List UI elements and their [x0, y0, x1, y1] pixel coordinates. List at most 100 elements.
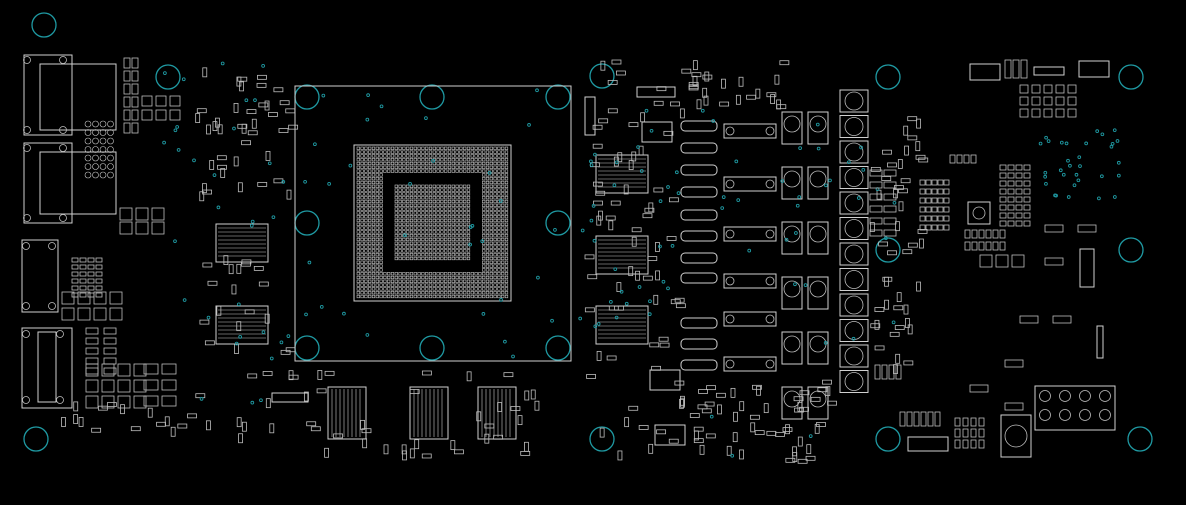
resistor: [999, 196, 1007, 203]
via: [734, 159, 739, 164]
gpu-ball: [375, 150, 379, 154]
gpu-ball: [489, 207, 493, 211]
passive: [256, 82, 267, 88]
passive: [220, 168, 226, 178]
passive: [273, 87, 284, 93]
gpu-ball: [489, 196, 493, 200]
gpu-ball: [428, 203, 433, 207]
resistor: [103, 367, 117, 375]
resistor: [925, 224, 932, 231]
gpu-ball: [425, 207, 429, 211]
gpu-ball: [482, 291, 486, 295]
gpu-ball: [444, 154, 448, 158]
passive: [212, 121, 218, 131]
passive: [278, 128, 289, 133]
capacitor: [71, 257, 79, 263]
passive: [360, 419, 365, 430]
passive: [73, 401, 79, 412]
resistor: [883, 193, 897, 201]
gpu-ball: [440, 192, 444, 196]
gpu-ball: [444, 192, 448, 196]
gpu-ball: [501, 272, 505, 276]
gpu-ball: [379, 275, 383, 280]
via: [244, 98, 249, 103]
passive: [258, 281, 269, 287]
passive: [876, 189, 882, 200]
gpu-ball: [447, 226, 452, 230]
memory-chip: [215, 305, 269, 345]
gpu-ball: [482, 218, 486, 223]
resistor: [1015, 164, 1023, 171]
capacitor: [1019, 96, 1029, 106]
gpu-ball: [409, 161, 414, 166]
gpu-ball: [356, 230, 360, 234]
gpu-ball: [413, 245, 417, 249]
capacitor: [87, 271, 95, 277]
gpu-ball: [485, 150, 490, 154]
resistor: [937, 215, 944, 222]
gpu-ball: [451, 237, 455, 242]
gpu-ball: [444, 272, 448, 276]
gpu-ball: [398, 256, 402, 261]
resistor: [971, 229, 978, 239]
gpu-ball: [379, 207, 383, 211]
gpu-ball: [421, 215, 425, 219]
gpu-ball: [444, 207, 448, 211]
gpu-ball: [455, 294, 459, 299]
gpu-ball: [447, 158, 452, 162]
gpu-ball: [371, 291, 376, 295]
gpu-ball: [371, 253, 376, 257]
passive: [917, 228, 928, 234]
via: [192, 158, 196, 163]
gpu-ball: [402, 222, 406, 226]
gpu-ball: [371, 184, 376, 188]
gpu-ball: [466, 237, 471, 242]
gpu-ball: [360, 192, 364, 196]
gpu-ball: [497, 203, 501, 207]
gpu-ball: [394, 158, 398, 162]
passive: [915, 154, 926, 160]
gpu-ball: [440, 218, 444, 223]
gpu-ball: [485, 173, 490, 177]
gpu-ball: [493, 154, 497, 158]
gpu-ball: [485, 234, 490, 238]
passive: [739, 449, 744, 460]
gpu-ball: [436, 226, 440, 230]
gpu-ball: [368, 230, 372, 234]
gpu-ball: [428, 279, 433, 283]
passive: [668, 197, 679, 203]
resistor: [962, 439, 969, 449]
resistor: [964, 241, 971, 251]
gpu-ball: [413, 291, 417, 295]
gpu-ball: [371, 192, 376, 196]
gpu-ball: [489, 222, 493, 226]
gpu-ball: [470, 150, 474, 154]
power-cap-pad: [844, 270, 864, 289]
resistor: [999, 204, 1007, 211]
gpu-ball: [371, 245, 376, 249]
gpu-ball: [440, 256, 444, 261]
gpu-ball: [436, 154, 440, 158]
gpu-ball: [360, 275, 364, 280]
passive: [903, 304, 909, 315]
gpu-ball: [478, 279, 482, 283]
gpu-ball: [504, 188, 509, 192]
gpu-ball: [368, 207, 372, 211]
gpu-ball: [504, 203, 509, 207]
passive: [763, 403, 769, 414]
gpu-ball: [474, 294, 478, 299]
via: [182, 298, 187, 302]
gpu-ball: [455, 253, 459, 257]
gpu-ball: [501, 279, 505, 283]
gpu-ball: [493, 207, 497, 211]
gpu-ball: [368, 241, 372, 245]
gpu-ball: [501, 161, 505, 166]
passive: [106, 402, 117, 407]
resistor: [943, 197, 950, 204]
gpu-ball: [497, 249, 501, 253]
gpu-ball: [455, 249, 459, 253]
gpu-ball: [504, 291, 509, 295]
gpu-ball: [356, 154, 360, 158]
gpu-ball: [466, 256, 471, 261]
via: [798, 146, 802, 150]
